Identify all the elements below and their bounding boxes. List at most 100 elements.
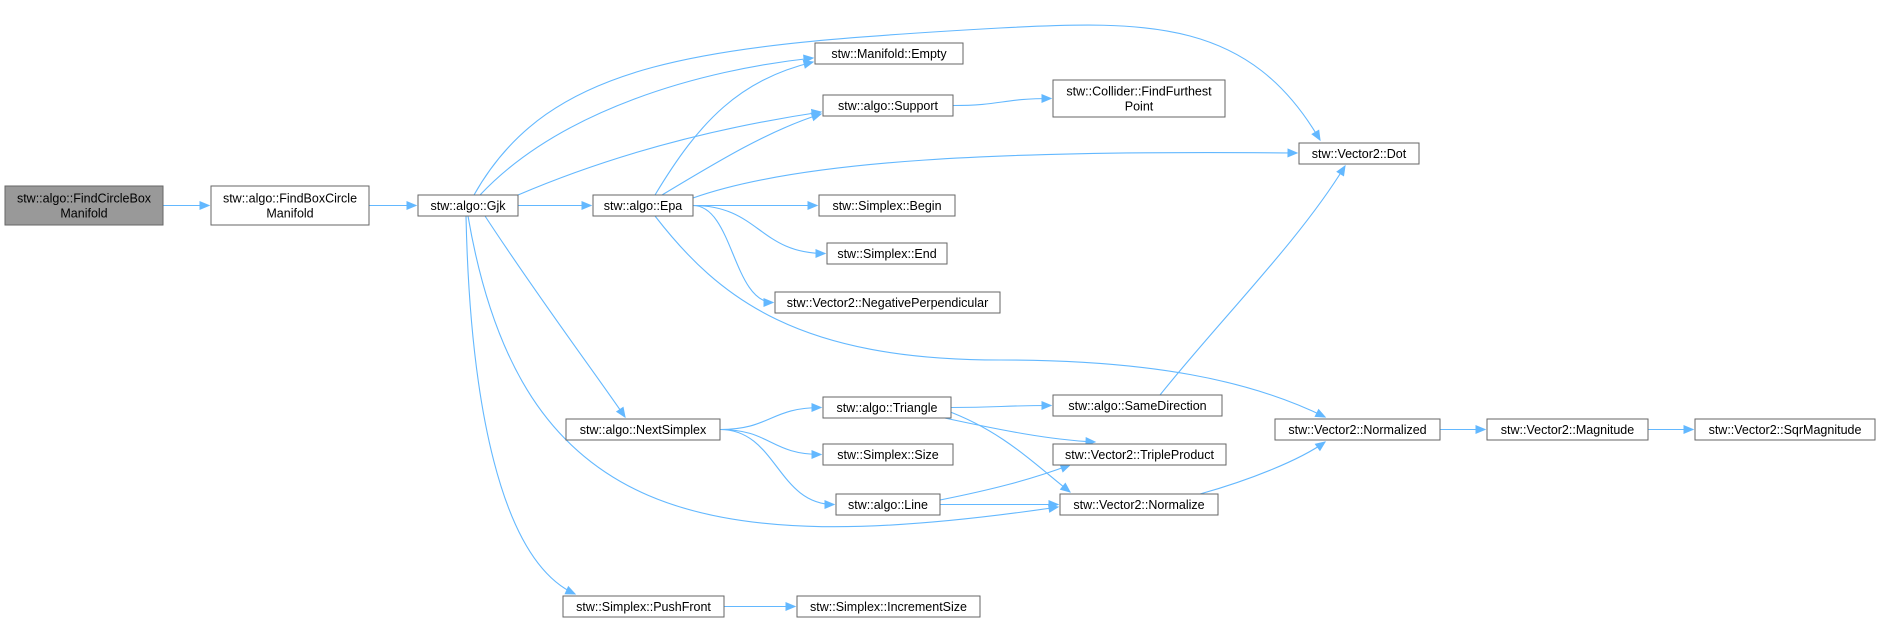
node-box[interactable]	[826, 242, 948, 265]
node-triangle[interactable]: stw::algo::Triangle	[822, 396, 952, 419]
node-label: stw::Simplex::Size	[837, 448, 938, 462]
node-box[interactable]	[1298, 142, 1420, 165]
edge-support-to-find-furthest	[952, 93, 1053, 107]
edge-gjk-to-push-front	[465, 215, 577, 595]
node-label: stw::algo::Gjk	[430, 199, 506, 213]
node-box[interactable]	[1694, 418, 1876, 441]
node-box[interactable]	[818, 194, 956, 217]
edge-epa-to-end	[692, 204, 827, 259]
node-dot[interactable]: stw::Vector2::Dot	[1298, 142, 1420, 165]
node-box[interactable]	[417, 194, 519, 217]
node-label: stw::Vector2::NegativePerpendicular	[787, 296, 989, 310]
node-label: stw::Vector2::SqrMagnitude	[1709, 423, 1862, 437]
node-triple-product[interactable]: stw::Vector2::TripleProduct	[1052, 443, 1227, 466]
edge-epa-to-normalized	[654, 215, 1327, 418]
node-box[interactable]	[1052, 394, 1223, 417]
node-box[interactable]	[592, 194, 694, 217]
node-box[interactable]	[822, 443, 954, 466]
node-label: stw::algo::Line	[848, 498, 928, 512]
edge-epa-to-begin	[692, 200, 819, 211]
node-neg-perp[interactable]: stw::Vector2::NegativePerpendicular	[774, 291, 1001, 314]
nodes-layer: stw::algo::FindCircleBoxManifoldstw::alg…	[4, 42, 1876, 618]
node-box[interactable]	[796, 595, 981, 618]
node-box[interactable]	[822, 94, 954, 117]
edge-find-circle-box-to-find-box-circle	[162, 200, 211, 211]
node-box[interactable]	[1052, 443, 1227, 466]
node-label: stw::Vector2::Normalized	[1288, 423, 1426, 437]
edge-same-direction-to-dot	[1159, 164, 1346, 396]
node-push-front[interactable]: stw::Simplex::PushFront	[562, 595, 725, 618]
edge-gjk-to-normalize	[467, 215, 1060, 528]
edge-gjk-to-dot	[473, 24, 1321, 196]
node-sqr-magnitude[interactable]: stw::Vector2::SqrMagnitude	[1694, 418, 1876, 441]
node-box[interactable]	[1052, 79, 1226, 118]
node-manifold-empty[interactable]: stw::Manifold::Empty	[814, 42, 964, 65]
node-box[interactable]	[562, 595, 725, 618]
node-box[interactable]	[210, 185, 370, 226]
node-next-simplex[interactable]: stw::algo::NextSimplex	[565, 418, 721, 441]
edge-gjk-to-epa	[517, 200, 593, 211]
node-label: stw::Vector2::Magnitude	[1501, 423, 1634, 437]
node-support[interactable]: stw::algo::Support	[822, 94, 954, 117]
edge-triangle-to-normalize	[944, 409, 1072, 493]
edge-epa-to-neg-perp	[692, 204, 775, 308]
node-gjk[interactable]: stw::algo::Gjk	[417, 194, 519, 217]
edge-push-front-to-increment-size	[724, 601, 797, 612]
node-increment-size[interactable]: stw::Simplex::IncrementSize	[796, 595, 981, 618]
node-label: stw::Simplex::PushFront	[576, 600, 711, 614]
node-label: stw::algo::Epa	[604, 199, 683, 213]
node-label: stw::Manifold::Empty	[831, 47, 947, 61]
node-box[interactable]	[814, 42, 964, 65]
edge-triangle-to-triple-product	[939, 416, 1097, 447]
node-epa[interactable]: stw::algo::Epa	[592, 194, 694, 217]
edge-normalize-to-normalized	[1199, 441, 1327, 495]
node-label: Manifold	[266, 207, 313, 221]
node-box[interactable]	[1274, 418, 1441, 441]
edge-epa-to-manifold-empty	[654, 59, 815, 196]
edge-epa-to-support	[661, 112, 823, 196]
edge-magnitude-to-sqr-magnitude	[1648, 424, 1695, 435]
node-label: stw::algo::FindCircleBox	[17, 192, 152, 206]
node-line[interactable]: stw::algo::Line	[835, 493, 941, 516]
node-box[interactable]	[1486, 418, 1649, 441]
node-normalized[interactable]: stw::Vector2::Normalized	[1274, 418, 1441, 441]
node-box[interactable]	[774, 291, 1001, 314]
node-label: Point	[1125, 100, 1154, 114]
node-end[interactable]: stw::Simplex::End	[826, 242, 948, 265]
edge-line-to-normalize	[939, 499, 1060, 510]
edge-normalized-to-magnitude	[1440, 424, 1487, 435]
node-label: stw::algo::NextSimplex	[580, 423, 707, 437]
edge-gjk-to-manifold-empty	[479, 54, 815, 196]
edge-find-box-circle-to-gjk	[368, 200, 418, 211]
node-box[interactable]	[822, 396, 952, 419]
node-box[interactable]	[4, 185, 164, 226]
edge-next-simplex-to-size	[719, 428, 823, 460]
node-label: stw::Vector2::Normalize	[1073, 498, 1204, 512]
node-label: stw::Collider::FindFurthest	[1066, 85, 1212, 99]
edge-next-simplex-to-line	[719, 428, 836, 510]
node-begin[interactable]: stw::Simplex::Begin	[818, 194, 956, 217]
edges-layer	[162, 24, 1695, 612]
node-same-direction[interactable]: stw::algo::SameDirection	[1052, 394, 1223, 417]
edge-line-to-triple-product	[939, 464, 1072, 501]
node-label: stw::algo::SameDirection	[1068, 399, 1206, 413]
node-box[interactable]	[835, 493, 941, 516]
node-label: stw::algo::Triangle	[837, 401, 938, 415]
node-magnitude[interactable]: stw::Vector2::Magnitude	[1486, 418, 1649, 441]
node-label: stw::Simplex::Begin	[832, 199, 941, 213]
node-label: stw::Simplex::IncrementSize	[810, 600, 967, 614]
node-box[interactable]	[565, 418, 721, 441]
edge-next-simplex-to-triangle	[719, 402, 823, 431]
node-label: stw::Simplex::End	[837, 247, 936, 261]
node-label: Manifold	[60, 207, 107, 221]
node-normalize[interactable]: stw::Vector2::Normalize	[1059, 493, 1219, 516]
node-label: stw::Vector2::TripleProduct	[1065, 448, 1214, 462]
node-size[interactable]: stw::Simplex::Size	[822, 443, 954, 466]
node-label: stw::Vector2::Dot	[1312, 147, 1407, 161]
edge-gjk-to-support	[517, 108, 823, 196]
node-box[interactable]	[1059, 493, 1219, 516]
